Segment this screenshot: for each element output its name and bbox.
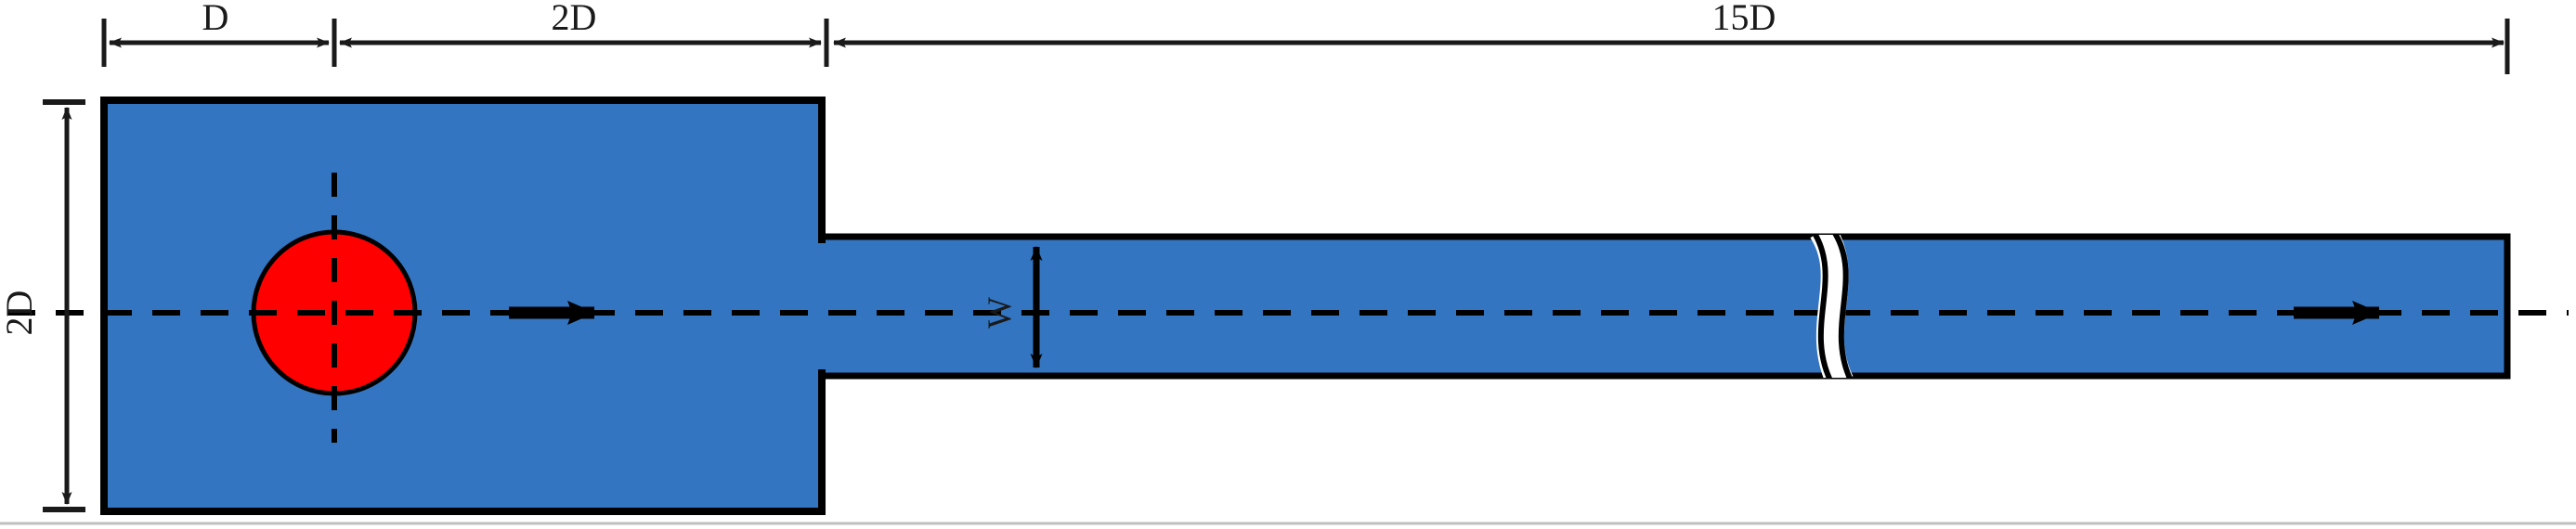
top-dimension-chain: D 2D 15D — [101, 0, 2510, 74]
upstream-chamber — [100, 97, 826, 515]
centerlines-group — [7, 173, 2569, 443]
downstream-channel — [818, 233, 2511, 380]
dim-label-W: W — [981, 297, 1018, 329]
dim-label-2D-chamber: 2D — [552, 0, 597, 38]
channel-height-dimension: W — [981, 246, 1043, 368]
dim-label-D: D — [202, 0, 229, 38]
dim-label-2D-height: 2D — [0, 290, 40, 336]
fluid-domain-group — [100, 97, 2511, 515]
left-height-dimension: 2D — [0, 99, 85, 512]
step-junction-merge — [813, 243, 834, 369]
dim-label-15D: 15D — [1712, 0, 1776, 38]
channel-break-symbol — [1809, 235, 1854, 378]
